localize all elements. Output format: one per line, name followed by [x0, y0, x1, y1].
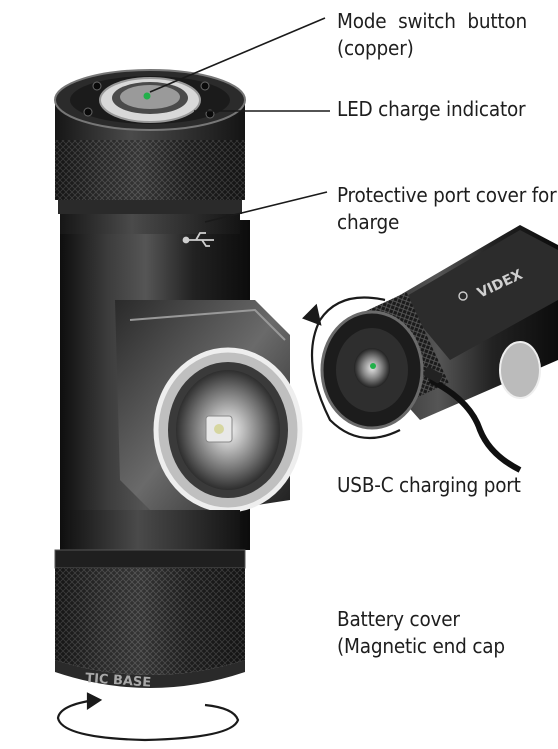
- label-led-indicator: LED charge indicator: [337, 96, 526, 123]
- label-port-cover: Protective port cover for charge: [337, 182, 558, 236]
- label-batt-line2: (Magnetic end cap: [337, 634, 505, 658]
- usb-cable: [428, 377, 522, 473]
- twist-arrow-icon: [56, 692, 240, 742]
- label-cover-line2: charge: [337, 210, 400, 234]
- port-closeup-inset: VIDEX: [320, 225, 558, 473]
- leader-port-cover: [204, 191, 328, 223]
- base-engraving: TIC BASE: [85, 671, 152, 691]
- label-battery-cover: Battery cover (Magnetic end cap: [337, 606, 505, 660]
- label-cover-line1: Protective port cover for: [337, 183, 557, 207]
- usb-symbol-icon: [182, 232, 214, 247]
- rotate-arrow-icon: [302, 296, 401, 440]
- label-mode-word-2: switch: [398, 9, 456, 33]
- led-indicator-dot: [143, 92, 151, 100]
- label-mode-word-1: Mode: [337, 9, 387, 33]
- label-usb-port: USB-C charging port: [337, 472, 521, 499]
- label-usb-text: USB-C charging port: [337, 473, 521, 497]
- label-batt-line1: Battery cover: [337, 607, 460, 631]
- label-mode-word-3: button: [467, 9, 527, 33]
- label-mode-switch: Mode switch button (copper): [337, 8, 527, 62]
- label-led-text: LED charge indicator: [337, 97, 526, 121]
- leader-mode-switch: [149, 17, 326, 93]
- label-mode-line2: (copper): [337, 36, 414, 60]
